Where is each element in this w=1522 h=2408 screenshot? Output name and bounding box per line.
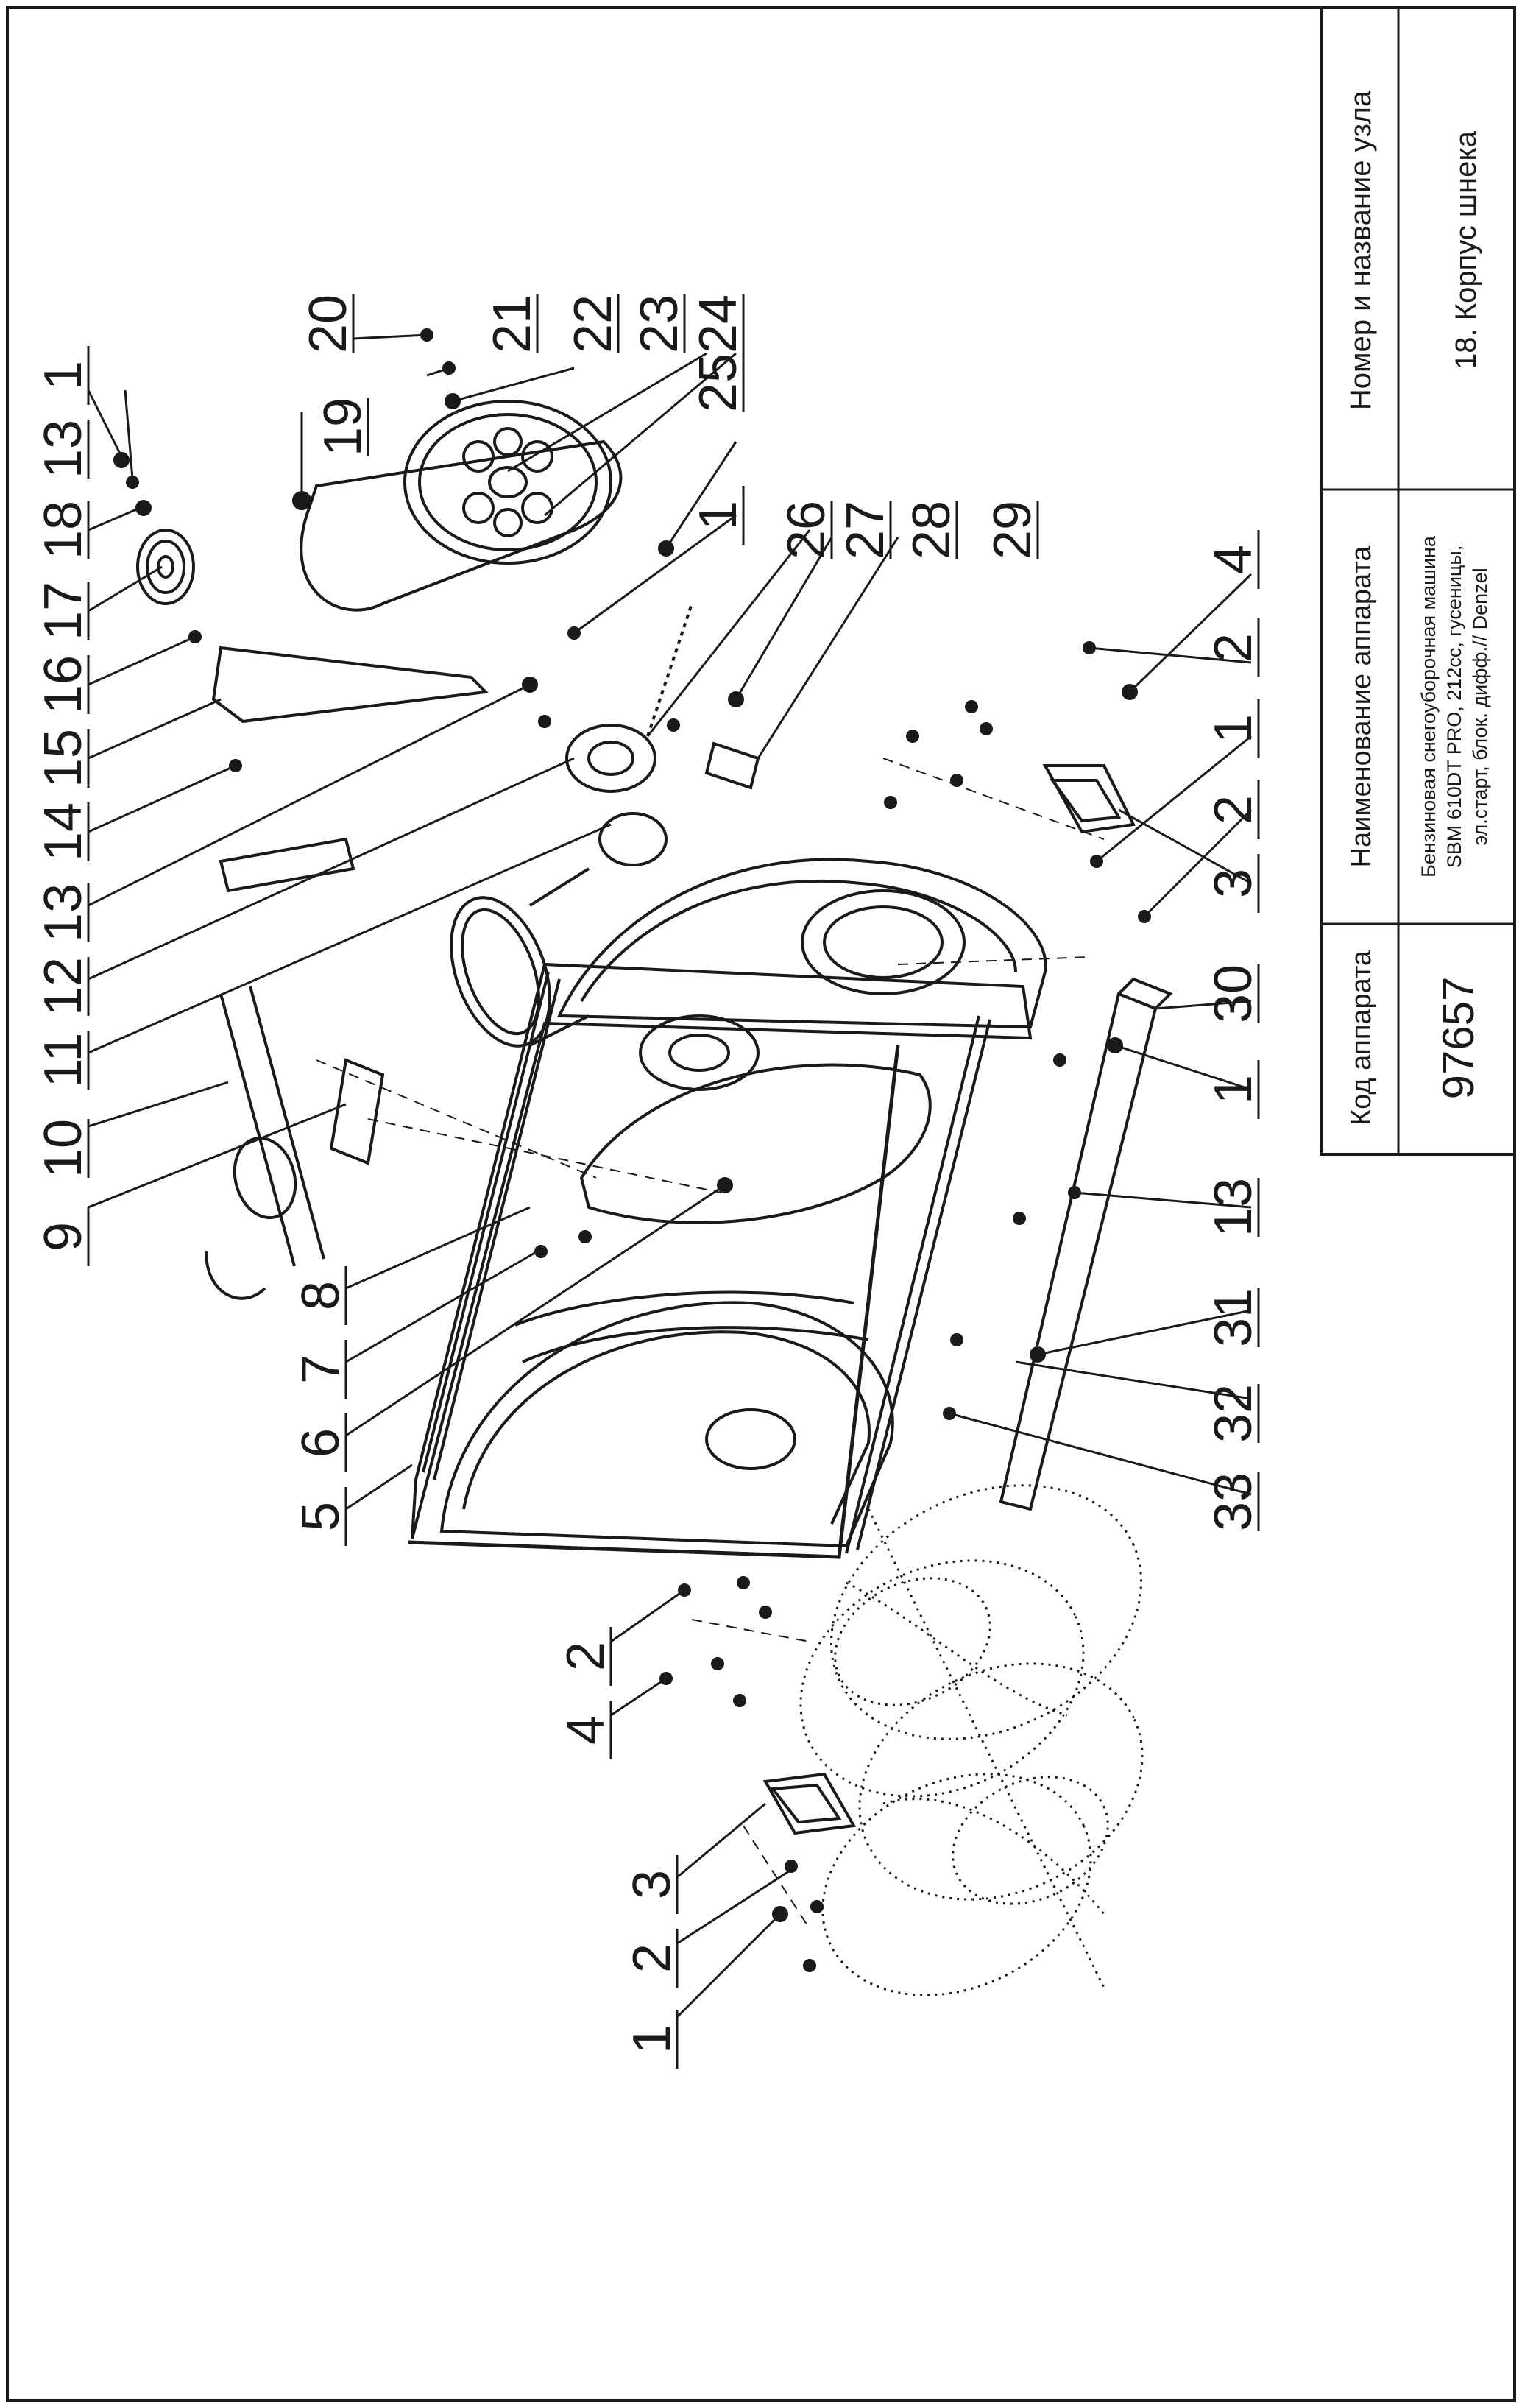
callout-number: 22: [564, 294, 623, 353]
drive-assembly: [136, 400, 760, 1300]
callout-number: 19: [314, 398, 372, 456]
callout-number: 31: [1204, 1288, 1263, 1347]
callout-number: 6: [291, 1428, 350, 1458]
callout-number: 3: [623, 1870, 682, 1899]
name-line-1: Бензиновая снегоуборочная машина: [1417, 535, 1440, 878]
callout-number: 9: [34, 1222, 93, 1251]
auger-housing: [408, 724, 1173, 1559]
auger-reference-dotted: [799, 1484, 1144, 1996]
callout-number: 13: [34, 883, 93, 942]
callout-number: 20: [299, 294, 358, 353]
callout-number: 2: [1204, 795, 1263, 825]
callout-number: 13: [34, 420, 93, 479]
callout-number: 1: [1204, 1075, 1263, 1104]
callout-number: 24: [689, 294, 748, 353]
callout-number: 2: [623, 1943, 682, 1973]
callout-number: 27: [836, 501, 895, 559]
node-header: Номер и название узла: [1345, 90, 1377, 410]
name-line-3: эл.старт, блок. дифф.// Denzel: [1469, 568, 1491, 845]
leader-lines: [87, 333, 1253, 2019]
node-value: 18. Корпус шнека: [1450, 130, 1482, 370]
callout-number: 17: [34, 582, 93, 640]
callout-number: 12: [34, 957, 93, 1016]
callout-number: 3: [1204, 869, 1263, 898]
callout-number: 5: [291, 1502, 350, 1531]
skid-shoes: [762, 764, 1136, 1835]
callout-number: 2: [556, 1642, 615, 1671]
callout-number: 32: [1204, 1384, 1263, 1443]
title-block: Код аппарата 97657 Наименование аппарата…: [1320, 6, 1516, 1156]
callout-number: 2: [1204, 633, 1263, 663]
name-header: Наименование аппарата: [1346, 545, 1377, 868]
fasteners: [113, 328, 1151, 1972]
code-header: Код аппарата: [1346, 950, 1377, 1126]
callout-number: 1: [623, 2024, 682, 2054]
callout-number: 13: [1204, 1178, 1263, 1237]
dashed-axes: [316, 758, 1105, 1929]
callout-number: 11: [34, 1033, 93, 1088]
callout-number: 1: [689, 501, 748, 530]
callout-number: 4: [1204, 545, 1263, 574]
callout-number: 25: [689, 353, 748, 412]
callout-number: 1: [1204, 714, 1263, 744]
sheet-frame: [6, 6, 1516, 2402]
callout-number: 33: [1204, 1472, 1263, 1531]
code-value: 97657: [1434, 977, 1483, 1100]
callout-number: 15: [34, 729, 93, 788]
name-line-2: SBM 610DT PRO, 212cc, гусеницы,: [1443, 545, 1465, 869]
callout-number: 18: [34, 501, 93, 559]
callout-number: 28: [902, 501, 961, 559]
callout-number: 29: [983, 501, 1042, 559]
callout-number: 7: [291, 1355, 350, 1384]
callout-number: 23: [630, 294, 689, 353]
callout-number: 21: [483, 294, 542, 353]
callout-number: 30: [1204, 964, 1263, 1023]
callout-number: 26: [777, 501, 836, 559]
callout-number: 10: [34, 1119, 93, 1178]
callout-number: 14: [34, 802, 93, 861]
callout-number: 16: [34, 655, 93, 714]
callout-number: 4: [556, 1715, 615, 1745]
callout-number: 8: [291, 1281, 350, 1310]
callout-number: 1: [34, 361, 93, 390]
